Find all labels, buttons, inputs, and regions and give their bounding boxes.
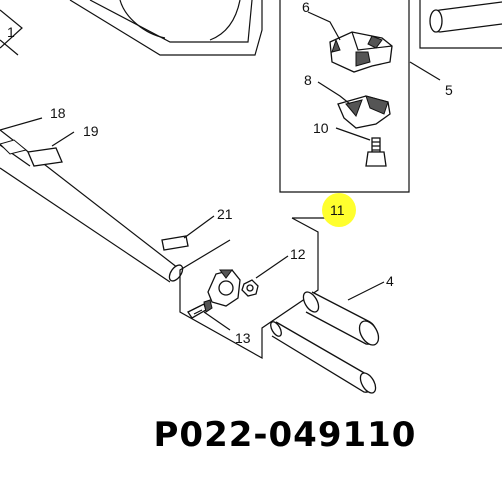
label-8: 8 <box>304 72 312 88</box>
bracket-part-11 <box>207 269 259 307</box>
clamp-upper-part <box>329 31 393 73</box>
part-number: P022-049110 <box>154 415 417 455</box>
label-1: 1 <box>7 24 15 40</box>
tube-part-4 <box>302 291 380 346</box>
bolt-part-10 <box>365 137 387 167</box>
label-12: 12 <box>290 246 306 262</box>
highlight-circle <box>322 193 356 227</box>
label-4: 4 <box>386 273 394 289</box>
long-shaft <box>0 129 189 283</box>
label-18: 18 <box>50 105 66 121</box>
tube-upper-right <box>419 0 502 49</box>
label-13: 13 <box>235 330 251 346</box>
lower-rod <box>270 321 377 394</box>
label-21: 21 <box>217 206 233 222</box>
leader-lines <box>0 11 441 331</box>
label-19: 19 <box>83 123 99 139</box>
label-10: 10 <box>313 120 329 136</box>
upper-frame-parts <box>0 0 263 56</box>
bolt-part-13 <box>187 299 213 319</box>
inset-box <box>279 0 410 193</box>
label-5: 5 <box>445 82 453 98</box>
label-6: 6 <box>302 0 310 15</box>
part-11-box <box>179 217 319 360</box>
clamp-lower-part <box>337 95 391 129</box>
label-11: 11 <box>330 202 345 218</box>
